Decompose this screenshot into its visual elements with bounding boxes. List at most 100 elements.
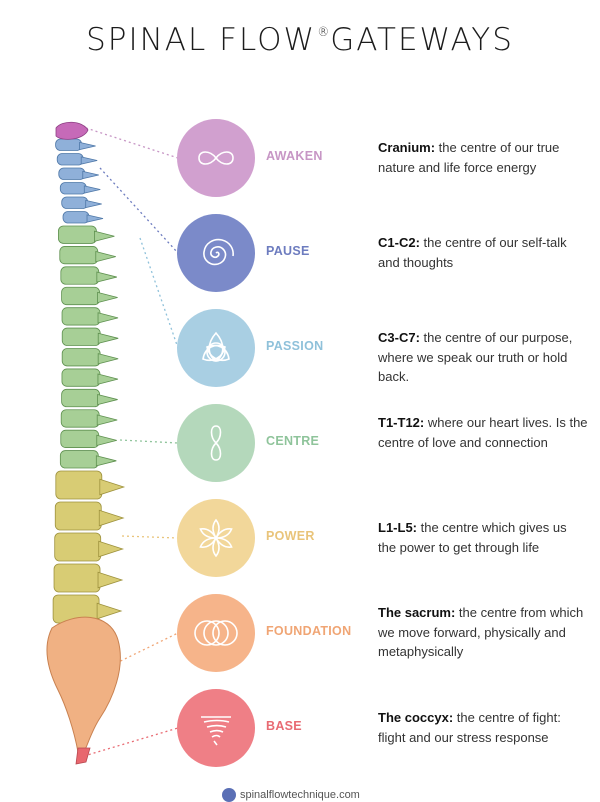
page-title: SPINAL FLOW®GATEWAYS <box>0 22 600 58</box>
gateway-text: the centre of our purpose, where we spea… <box>378 330 573 384</box>
connector-line-awaken <box>85 127 179 159</box>
vertebra <box>59 450 99 469</box>
gateway-text: where our heart lives. Is the centre of … <box>378 415 588 450</box>
gateway-region: The coccyx: <box>378 710 454 725</box>
spinous-process <box>98 509 125 527</box>
gateway-label-foundation: FOUNDATION <box>266 624 352 638</box>
gateway-region: C1-C2: <box>378 235 420 250</box>
title-main: SPINAL FLOW <box>86 22 317 58</box>
gateway-region: T1-T12: <box>378 415 425 430</box>
gateway-description-centre: T1-T12: where our heart lives. Is the ce… <box>378 413 588 452</box>
coccyx-shape <box>75 747 91 765</box>
triquetra-icon <box>202 331 230 362</box>
gateway-circle-passion <box>177 309 255 387</box>
spinous-process <box>97 393 118 406</box>
vertebra <box>59 182 87 195</box>
vertebra <box>61 286 100 306</box>
gateway-text: the centre of our self-talk and thoughts <box>378 235 567 270</box>
vertebra <box>61 368 101 387</box>
gateway-label-passion: PASSION <box>266 339 324 353</box>
gateway-circle-power <box>177 499 255 577</box>
spinous-process <box>98 540 125 558</box>
vertebra <box>60 429 100 448</box>
footer-site[interactable]: spinalflowtechnique.com <box>240 789 360 801</box>
spinous-process <box>96 434 117 447</box>
vertebra <box>61 196 89 209</box>
spinous-process <box>96 271 117 283</box>
vertebra <box>61 348 101 367</box>
vertebra <box>61 307 101 326</box>
spinous-process <box>86 214 104 223</box>
spinous-process <box>95 455 117 467</box>
gateway-description-awaken: Cranium: the centre of our true nature a… <box>378 138 588 177</box>
vertebra <box>56 153 84 166</box>
flower-icon <box>199 518 233 558</box>
rings-icon <box>194 620 238 646</box>
spiral-icon <box>203 238 234 266</box>
vertebra <box>54 532 102 562</box>
spinous-process <box>94 230 115 242</box>
spinous-process <box>97 312 119 324</box>
vertebra <box>59 246 99 265</box>
spinous-process <box>96 414 118 426</box>
figure-eight-icon <box>210 425 222 461</box>
footer: spinalflowtechnique.com <box>222 788 360 802</box>
gateway-circle-awaken <box>177 119 255 197</box>
vertebra <box>55 470 103 500</box>
gateway-region: L1-L5: <box>378 520 417 535</box>
registered-mark: ® <box>317 25 330 39</box>
vertebra <box>60 266 100 285</box>
connector-line-passion <box>139 237 179 349</box>
vertebrae <box>52 138 126 624</box>
vertebra <box>61 327 101 346</box>
gateway-text: the centre of fight: flight and our stre… <box>378 710 561 745</box>
spinous-process <box>97 353 119 365</box>
spinous-process <box>97 571 124 589</box>
spinous-process <box>99 478 126 496</box>
infinity-icon <box>198 151 234 165</box>
connector-lines <box>83 127 179 757</box>
gateway-description-base: The coccyx: the centre of fight: flight … <box>378 708 588 747</box>
spinous-process <box>80 156 98 165</box>
vertebra <box>58 167 86 180</box>
gateway-label-pause: PAUSE <box>266 244 310 258</box>
vertebra <box>62 211 90 224</box>
spinal-flow-logo-icon <box>222 788 236 802</box>
connector-line-power <box>121 535 179 539</box>
gateway-circle-centre <box>177 404 255 482</box>
spinous-process <box>97 373 119 385</box>
gateway-region: Cranium: <box>378 140 436 155</box>
vertebra <box>54 501 102 531</box>
spinous-process <box>97 291 118 304</box>
connector-line-centre <box>119 439 179 444</box>
gateway-circle-pause <box>177 214 255 292</box>
vertebra <box>53 563 101 593</box>
gateway-circle-foundation <box>177 594 255 672</box>
spinous-process <box>96 602 123 620</box>
spinous-process <box>82 170 99 180</box>
vertebra <box>58 225 97 244</box>
vertebra <box>60 409 100 428</box>
vertebra <box>55 138 82 151</box>
gateway-description-foundation: The sacrum: the centre from which we mov… <box>378 603 588 662</box>
gateway-circle-base <box>177 689 255 767</box>
gateway-label-base: BASE <box>266 719 302 733</box>
gateway-region: C3-C7: <box>378 330 420 345</box>
spinous-process <box>83 185 101 194</box>
title-tail: GATEWAYS <box>330 22 514 58</box>
spinous-process <box>95 251 116 263</box>
gateway-region: The sacrum: <box>378 605 456 620</box>
connector-line-pause <box>99 167 179 254</box>
cranium-shape <box>55 121 89 140</box>
gateway-description-pause: C1-C2: the centre of our self-talk and t… <box>378 233 588 272</box>
gateway-label-power: POWER <box>266 529 315 543</box>
spinous-process <box>85 199 102 209</box>
gateway-text: the centre which gives us the power to g… <box>378 520 567 555</box>
gateway-text: the centre of our true nature and life f… <box>378 140 560 175</box>
gateway-description-passion: C3-C7: the centre of our purpose, where … <box>378 328 588 387</box>
gateway-text: the centre from which we move forward, p… <box>378 605 584 659</box>
tornado-icon <box>201 716 231 746</box>
gateway-description-power: L1-L5: the centre which gives us the pow… <box>378 518 588 557</box>
vertebra <box>61 388 101 408</box>
